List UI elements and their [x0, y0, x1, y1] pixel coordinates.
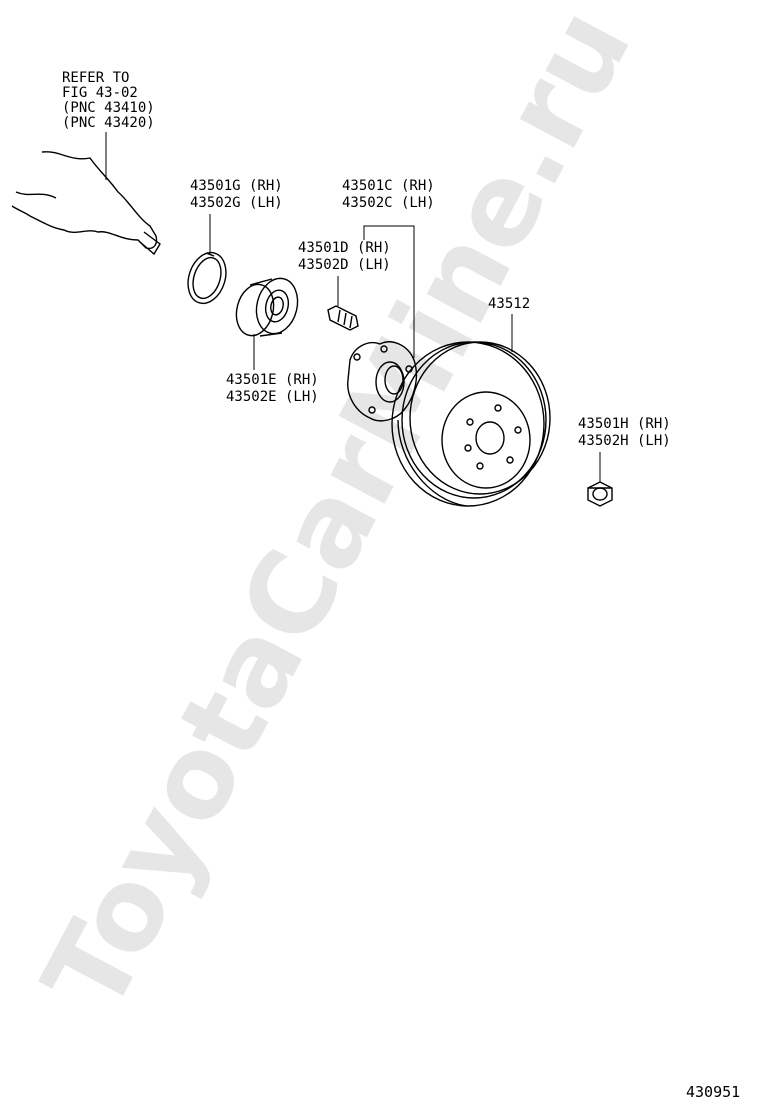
part-label-h-lh: 43502H (LH) [578, 433, 671, 449]
drive-shaft-boot [11, 151, 161, 256]
part-label-disc: 43512 [488, 296, 531, 312]
part-label-d-lh: 43502D (LH) [298, 257, 391, 273]
diagram-id: 430951 [686, 1083, 741, 1101]
bearing-43501E [235, 277, 299, 337]
hub-nut-43501H [587, 481, 613, 507]
leader-C [363, 225, 415, 358]
part-label-e-rh: 43501E (RH) [226, 372, 319, 388]
part-label-d-rh: 43501D (RH) [298, 240, 391, 256]
part-label-e-lh: 43502E (LH) [226, 389, 319, 405]
part-label-c-rh: 43501C (RH) [342, 178, 435, 194]
part-label-g-lh: 43502G (LH) [190, 195, 283, 211]
refer-note-line-2: FIG 43-02 [62, 85, 138, 101]
watermark-text: ToyotaCarMine.ru [19, 0, 657, 1033]
refer-note-line-3: (PNC 43410) [62, 100, 155, 116]
part-label-c-lh: 43502C (LH) [342, 195, 435, 211]
brake-disc-43512 [391, 341, 551, 507]
hub-bolt-43501D [327, 305, 359, 331]
snap-ring-43501G [187, 251, 227, 305]
refer-note-line-1: REFER TO [62, 70, 130, 86]
watermark: ToyotaCarMine.ru [19, 0, 657, 1033]
refer-note-line-4: (PNC 43420) [62, 115, 155, 131]
part-label-g-rh: 43501G (RH) [190, 178, 283, 194]
part-label-h-rh: 43501H (RH) [578, 416, 671, 432]
